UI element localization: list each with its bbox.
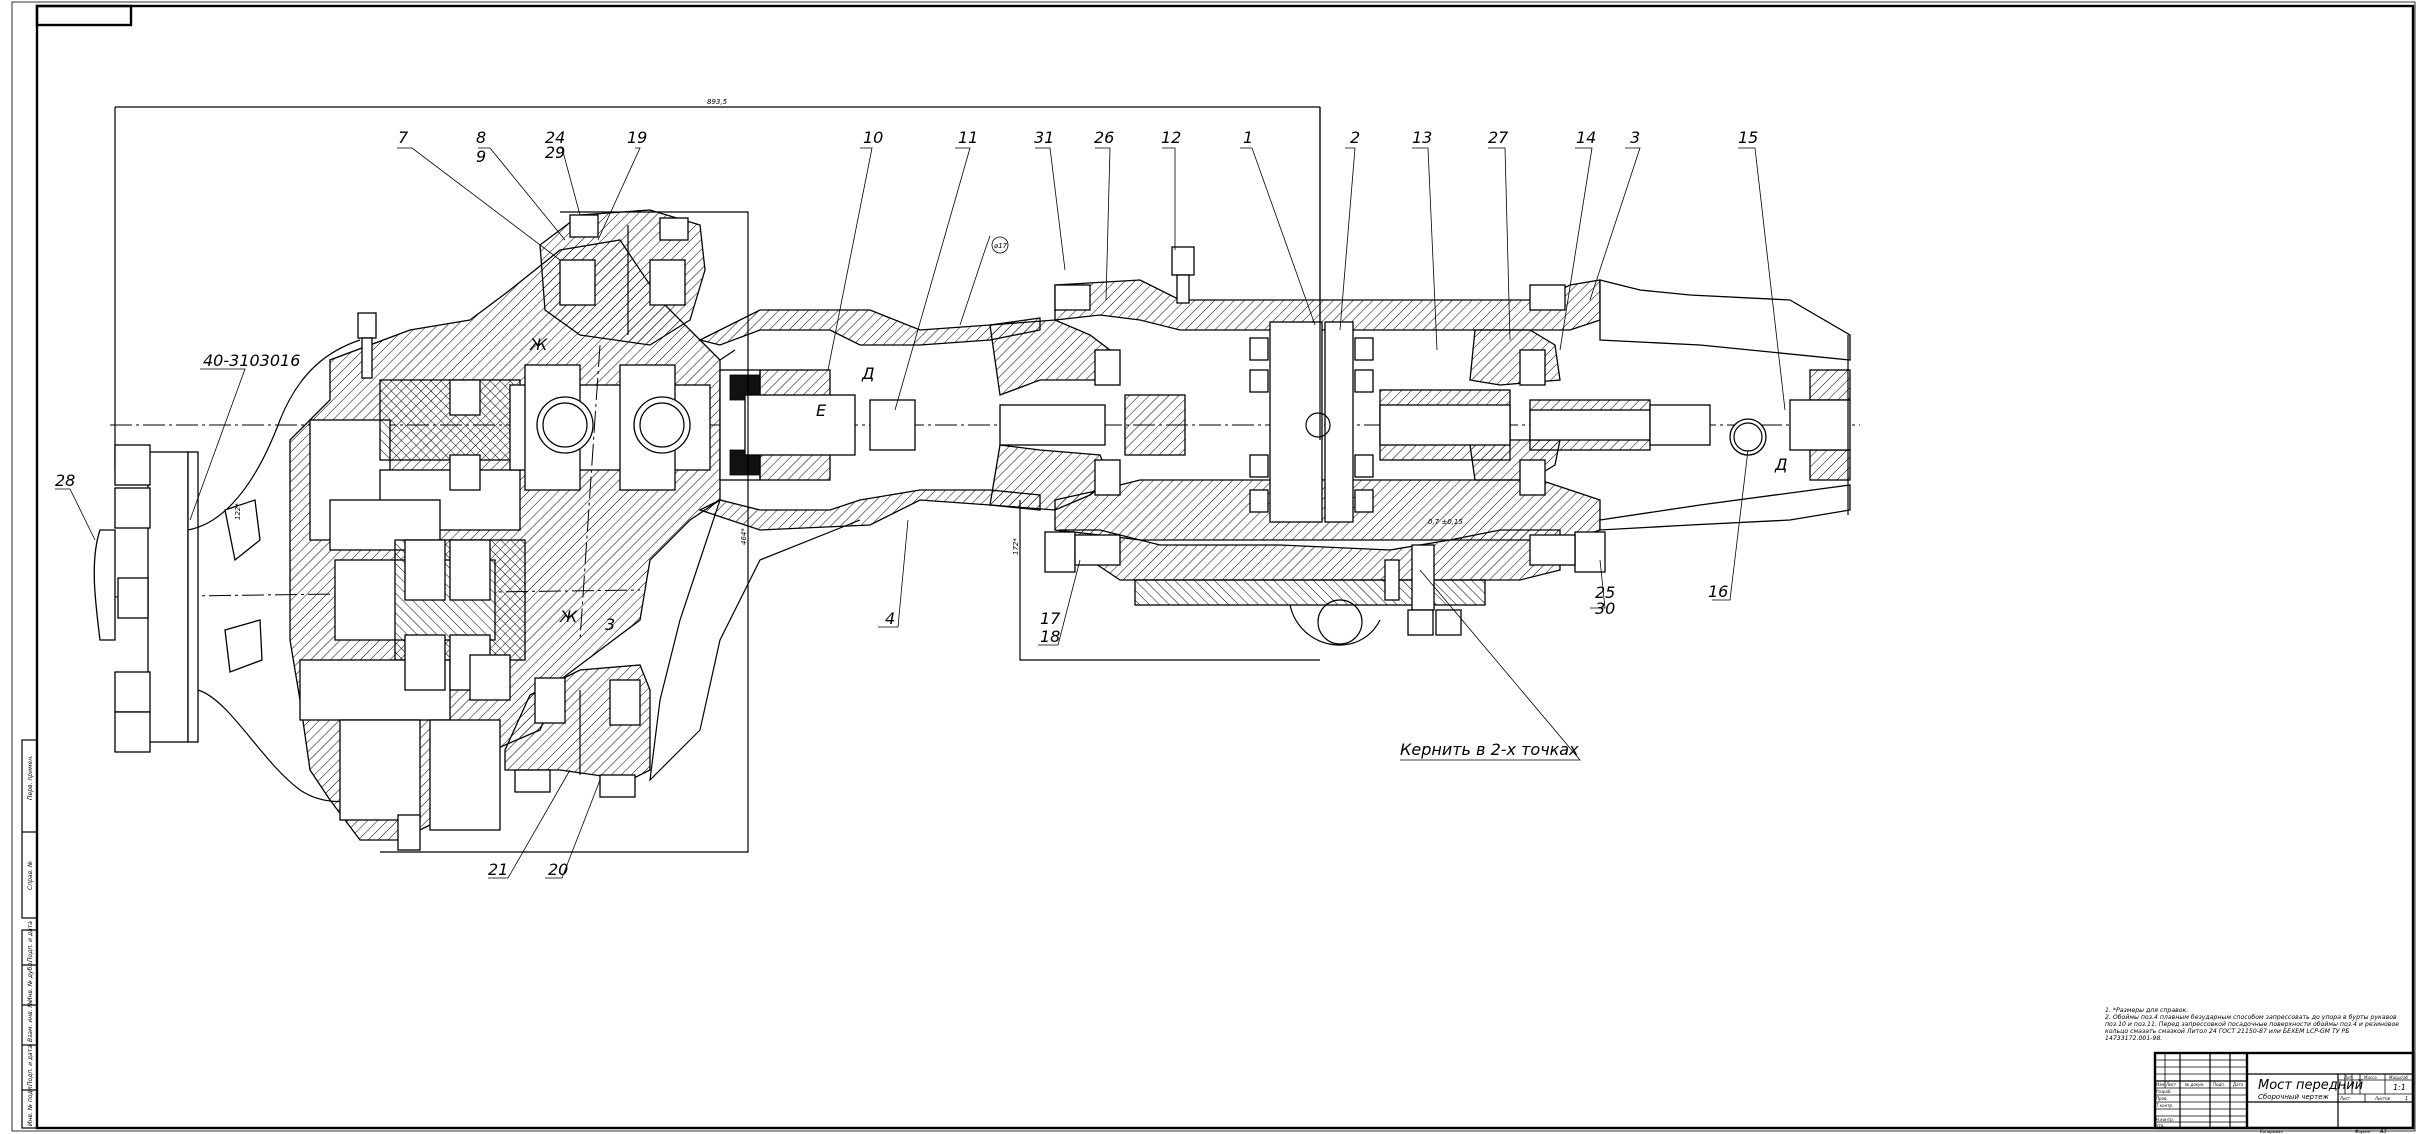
view-mark-d-right: Д bbox=[1774, 455, 1788, 474]
title-block: Изм. Лист № докум. Подп. Дата Разраб. Пр… bbox=[2153, 1051, 2415, 1134]
callout-1: 1 bbox=[1243, 128, 1253, 147]
dim-height-right: 172* bbox=[1012, 538, 1020, 555]
format-value: А3 bbox=[2379, 1129, 2387, 1134]
grease-nipple-center bbox=[1171, 246, 1195, 304]
view-mark-zh-upper: Ж bbox=[529, 335, 548, 354]
dim-tolerance: 0,7 ±0,15 bbox=[1428, 518, 1463, 526]
callout-11: 11 bbox=[958, 128, 978, 147]
rev-col-docno: № докум. bbox=[2184, 1082, 2205, 1087]
role-tech-control: Т.контр. bbox=[2156, 1103, 2173, 1108]
inner-shafts bbox=[999, 389, 1711, 461]
sheets-label: Листов bbox=[2374, 1096, 2391, 1101]
callout-10: 10 bbox=[863, 128, 883, 147]
callout-3b: 3 bbox=[605, 615, 615, 634]
role-norm-control: Н.контр. bbox=[2156, 1117, 2174, 1122]
callout-19: 19 bbox=[627, 128, 647, 147]
role-checker: Пров. bbox=[2156, 1096, 2168, 1101]
stamp-inv-dup: Инв. № дубл. bbox=[27, 961, 34, 1002]
note-line: 2. Обоймы поз.4 плавным безударным спосо… bbox=[2105, 1014, 2397, 1021]
view-mark-e: Е bbox=[816, 401, 827, 420]
callout-24: 24 bbox=[545, 128, 565, 147]
callout-25: 25 bbox=[1595, 583, 1615, 602]
callout-8: 8 bbox=[476, 128, 486, 147]
stamp-first-use: Перв. примен. bbox=[27, 755, 34, 800]
rev-col-date: Дата bbox=[2232, 1082, 2244, 1087]
callout-7: 7 bbox=[398, 128, 409, 147]
flange-coupling bbox=[1249, 107, 1374, 523]
punch-note: Кернить в 2-х точках bbox=[1400, 740, 1579, 759]
kingpin-lower bbox=[504, 664, 651, 798]
callout-12: 12 bbox=[1161, 128, 1181, 147]
format-label: Формат bbox=[2355, 1129, 2372, 1134]
cv-joint bbox=[509, 344, 711, 641]
scale-label: Масштаб bbox=[2389, 1075, 2409, 1080]
grease-nipple-left bbox=[357, 312, 377, 379]
rev-col-sheet: Лист bbox=[2165, 1082, 2177, 1087]
stamp-inv-orig: Инв. № подл. bbox=[27, 1085, 34, 1126]
lit-label: Лит. bbox=[2343, 1075, 2353, 1080]
callout-3: 3 bbox=[1630, 128, 1640, 147]
drawing-subtitle: Сборочный чертеж bbox=[2258, 1093, 2329, 1101]
sheet-frame bbox=[11, 1, 2416, 1132]
callout-14: 14 bbox=[1576, 128, 1596, 147]
rev-col-sign: Подп. bbox=[2213, 1082, 2225, 1087]
view-mark-zh-lower: Ж bbox=[559, 607, 578, 626]
callout-27: 27 bbox=[1488, 128, 1509, 147]
copied-label: Копировал bbox=[2260, 1129, 2283, 1134]
callout-18: 18 bbox=[1040, 627, 1060, 646]
callouts: 7 8 9 24 29 19 10 11 31 26 12 1 2 13 27 … bbox=[55, 128, 1788, 879]
drawing-title: Мост передний bbox=[2258, 1078, 2363, 1093]
note-line: поз.10 и поз.11. Перед запрессовкой поса… bbox=[2105, 1021, 2400, 1028]
dim-height-left: 122* bbox=[234, 503, 242, 520]
stamp-sign-date-2: Подп. и дата bbox=[27, 1045, 34, 1086]
side-stamp: Перв. примен. Справ. № Подп. и дата Инв.… bbox=[21, 739, 38, 1129]
note-line: 1. *Размеры для справок. bbox=[2105, 1007, 2189, 1014]
sheet-label: Лист bbox=[2339, 1096, 2351, 1101]
role-approved: Утв. bbox=[2156, 1123, 2164, 1128]
rev-col-change: Изм. bbox=[2156, 1082, 2165, 1087]
callout-16: 16 bbox=[1708, 582, 1728, 601]
callout-26: 26 bbox=[1094, 128, 1114, 147]
lower-beam bbox=[1044, 529, 1606, 646]
hole-size-bubble bbox=[991, 236, 1009, 254]
axle-housing-left bbox=[649, 309, 1041, 782]
stamp-ref-no: Справ. № bbox=[27, 861, 34, 890]
sheets-value: 1 bbox=[2405, 1096, 2408, 1102]
right-axle-end bbox=[1599, 279, 1851, 531]
technical-notes: 1. *Размеры для справок. 2. Обоймы поз.4… bbox=[2105, 1007, 2405, 1042]
callout-15: 15 bbox=[1738, 128, 1758, 147]
scale-value: 1:1 bbox=[2393, 1083, 2406, 1092]
leader-lines bbox=[55, 147, 1786, 879]
role-developer: Разраб. bbox=[2156, 1089, 2172, 1094]
callout-17: 17 bbox=[1040, 609, 1061, 628]
callout-29: 29 bbox=[545, 143, 565, 162]
wheel-stud bbox=[114, 444, 151, 753]
hub-bearings bbox=[404, 379, 511, 701]
top-stamp-box bbox=[35, 4, 133, 27]
hub-housing bbox=[289, 239, 721, 851]
callout-31: 31 bbox=[1034, 128, 1054, 147]
callout-13: 13 bbox=[1412, 128, 1432, 147]
hole-size: ⌀17 bbox=[994, 242, 1008, 250]
callout-21: 21 bbox=[488, 860, 508, 879]
stamp-replace-inv: Взам. инв. № bbox=[27, 1001, 34, 1042]
section-frames bbox=[380, 211, 1320, 853]
note-line: кольцо смазать смазкой Литол 24 ГОСТ 211… bbox=[2105, 1028, 2350, 1035]
view-mark-d-left: Д bbox=[861, 364, 875, 383]
wheel-flange bbox=[93, 339, 401, 803]
dim-overall-value: 893,5 bbox=[707, 98, 728, 106]
stamp-sign-date-1: Подп. и дата bbox=[27, 921, 34, 962]
dim-height-mid: 464* bbox=[740, 528, 748, 545]
callout-2: 2 bbox=[1350, 128, 1360, 147]
mass-label: Масса bbox=[2364, 1075, 2377, 1080]
callout-4: 4 bbox=[885, 609, 895, 628]
callout-20: 20 bbox=[548, 860, 568, 879]
callout-30: 30 bbox=[1595, 599, 1615, 618]
callout-part-number: 40-3103016 bbox=[203, 351, 300, 370]
callout-28: 28 bbox=[55, 471, 75, 490]
kingpin-upper bbox=[539, 209, 706, 346]
callout-9: 9 bbox=[476, 147, 486, 166]
note-line: 14733172.001-98. bbox=[2105, 1035, 2163, 1042]
